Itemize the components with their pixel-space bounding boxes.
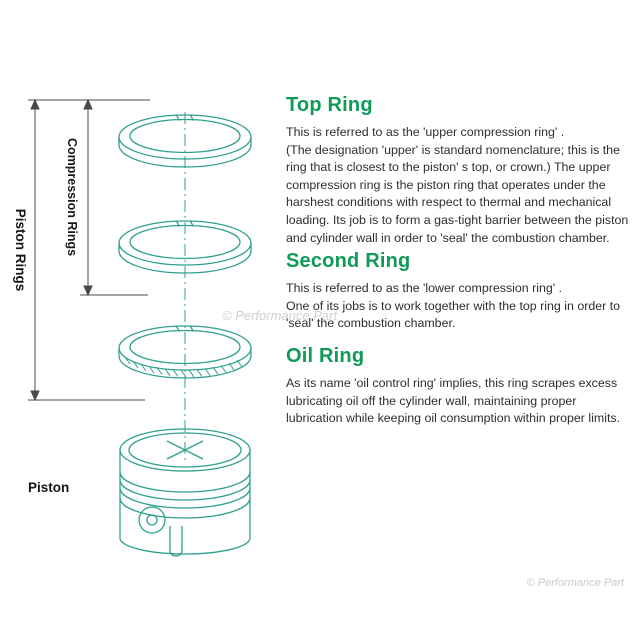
piston-rings-label: Piston Rings xyxy=(13,209,28,292)
piston-drawing xyxy=(119,428,251,557)
piston-line-art: Piston Rings Compression Rings xyxy=(13,98,252,557)
section-second-ring: Second Ring This is referred to as the '… xyxy=(286,250,630,333)
compression-rings-label: Compression Rings xyxy=(65,138,79,256)
piston-label: Piston xyxy=(28,480,69,495)
section-oil-ring: Oil Ring As its name 'oil control ring' … xyxy=(286,345,630,428)
section-title-top-ring: Top Ring xyxy=(286,94,373,116)
compression-rings-dimension-arrow xyxy=(83,98,93,297)
section-title-oil-ring: Oil Ring xyxy=(286,345,365,367)
section-top-ring: Top Ring This is referred to as the 'upp… xyxy=(286,94,630,247)
oil-ring-drawing xyxy=(118,325,252,379)
section-body-top-ring: This is referred to as the 'upper compre… xyxy=(286,125,629,245)
watermark-corner: © Performance Part xyxy=(526,577,624,589)
section-title-second-ring: Second Ring xyxy=(286,250,411,272)
section-body-second-ring: This is referred to as the 'lower compre… xyxy=(286,281,621,331)
piston-rings-dimension-arrow xyxy=(30,98,40,402)
dimension-extension-lines xyxy=(28,99,150,401)
section-body-oil-ring: As its name 'oil control ring' implies, … xyxy=(286,376,621,426)
